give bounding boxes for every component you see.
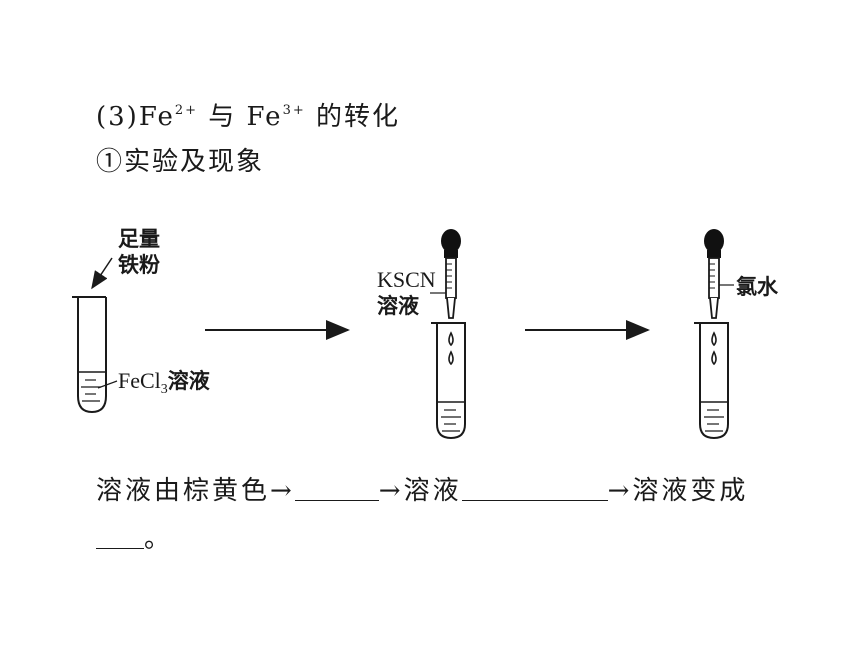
heading-prefix: (3)Fe xyxy=(96,102,175,132)
observation-sentence-line2: 。 xyxy=(96,518,173,555)
test-tube-3 xyxy=(694,322,729,440)
iron-powder-pointer xyxy=(91,257,113,290)
dropper-2 xyxy=(441,229,461,319)
heading-sup-fe2: 2+ xyxy=(174,103,199,118)
fecl3-suffix: 溶液 xyxy=(167,369,210,393)
answer-blank-3[interactable] xyxy=(96,526,144,549)
kscn-label-line2: 溶液 xyxy=(377,294,419,318)
heading-suffix: 的转化 xyxy=(305,102,400,132)
drop-3b xyxy=(711,350,717,366)
fecl3-label: FeCl3溶液 xyxy=(118,368,210,403)
heading-middle: 与 Fe xyxy=(198,102,283,132)
dropper-3 xyxy=(704,229,724,319)
fecl3-subscript: 3 xyxy=(160,382,168,398)
drop-2b xyxy=(448,350,454,366)
drop-3a xyxy=(711,331,717,347)
sentence-part1: 溶液由棕黄色→ xyxy=(96,476,295,506)
heading-sup-fe3: 3+ xyxy=(282,103,306,118)
test-tube-1 xyxy=(72,296,107,414)
sentence-end: 。 xyxy=(144,524,174,554)
iron-powder-label-line2: 铁粉 xyxy=(118,253,160,277)
chlorine-water-label: 氯水 xyxy=(736,275,778,299)
fecl3-prefix: FeCl xyxy=(118,368,161,393)
sentence-part2: →溶液 xyxy=(378,476,462,506)
section-heading: (3)Fe2+ 与 Fe3+ 的转化 xyxy=(96,96,400,133)
test-tube-2 xyxy=(431,322,466,440)
answer-blank-1[interactable] xyxy=(294,478,379,501)
observation-sentence: 溶液由棕黄色→ →溶液 →溶液变成 xyxy=(96,470,748,507)
kscn-label-line1: KSCN xyxy=(377,267,436,292)
answer-blank-2[interactable] xyxy=(461,478,608,501)
iron-powder-label: 足量 铁粉 xyxy=(118,226,160,278)
sentence-part3: →溶液变成 xyxy=(607,476,749,506)
fecl3-pointer xyxy=(97,380,118,389)
iron-powder-label-line1: 足量 xyxy=(118,227,160,251)
drop-2a xyxy=(448,331,454,347)
kscn-label: KSCN 溶液 xyxy=(377,267,436,319)
subheading: ①实验及现象 xyxy=(96,147,265,177)
